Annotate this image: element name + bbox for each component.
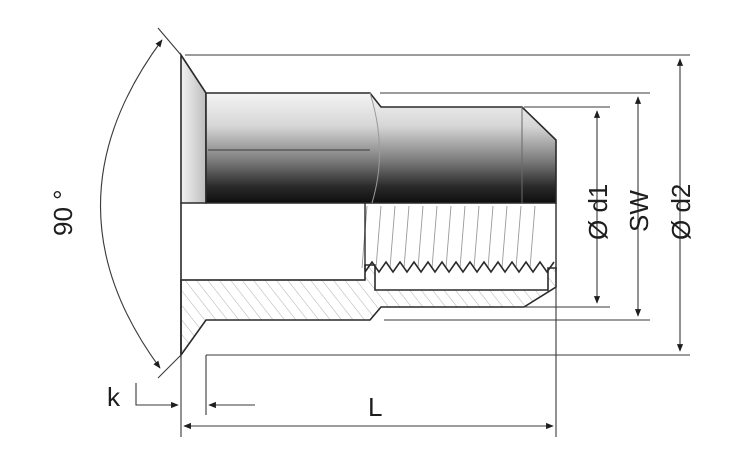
label-d1: Ø d1 [583, 184, 613, 240]
label-sw: SW [624, 190, 654, 232]
upper-exterior-view [180, 52, 557, 204]
extension-lines [180, 54, 690, 437]
dim-k: k [107, 382, 255, 412]
label-angle: 90 ° [48, 189, 78, 236]
label-L: L [368, 392, 382, 422]
section-wall-hatch [180, 264, 557, 358]
thread-region [361, 205, 536, 269]
lower-section-view [180, 203, 557, 358]
dim-sw: SW [624, 96, 654, 317]
flange-upper [180, 52, 207, 204]
dim-L: L [183, 392, 554, 430]
dim-angle: 90 ° [48, 27, 182, 379]
label-k: k [107, 382, 121, 412]
label-d2: Ø d2 [666, 184, 696, 240]
dim-d2: Ø d2 [666, 58, 696, 352]
thread-teeth [364, 260, 555, 274]
shank-upper [205, 92, 557, 204]
dim-d1: Ø d1 [583, 110, 613, 304]
